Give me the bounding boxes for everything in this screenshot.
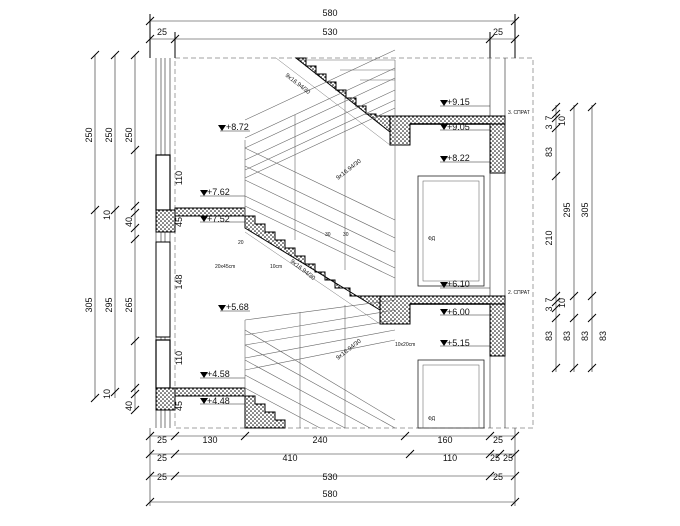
dim-right-inner-9: 83	[544, 331, 554, 341]
svg-text:+5.15: +5.15	[447, 338, 470, 348]
dim-left-inner-6: 148	[174, 274, 184, 289]
level-915: +9.15	[440, 97, 490, 107]
dim-top-middle: 530	[322, 27, 337, 37]
floor-labels: 3. СПРАТ 2. СПРАТ	[508, 110, 530, 296]
dim-right-inner-10: 83	[562, 331, 572, 341]
dim-b2-1: 25	[157, 453, 167, 463]
svg-text:+7.62: +7.62	[207, 187, 230, 197]
dim-left-inner-7: 265	[124, 297, 134, 312]
dim-left-outer-1: 250	[84, 127, 94, 142]
dim-right-outer-2: 83	[598, 331, 608, 341]
detail-note-2: 10cm	[270, 264, 282, 270]
level-762: +7.62	[200, 187, 245, 197]
dim-top-right-edge: 25	[493, 27, 503, 37]
door-label-lower: ФД	[428, 416, 436, 422]
dim-left-inner-4: 40	[124, 217, 134, 227]
rail-dim-2: 30	[343, 232, 349, 238]
svg-text:+9.05: +9.05	[447, 122, 470, 132]
dim-overall-top: 580	[322, 8, 337, 18]
dim-b3-3: 25	[493, 472, 503, 482]
dim-right-inner-8: 10	[557, 298, 567, 308]
dim-right-mid-1: 295	[562, 202, 572, 217]
stair-flight-top	[275, 57, 391, 146]
dim-left-inner-3: 10	[102, 210, 112, 220]
dim-left-inner-11: 45	[174, 401, 184, 411]
level-872: +8.72	[218, 122, 250, 132]
dim-right-inner-1: 7	[544, 115, 554, 120]
dim-left-inner-5: 45	[174, 217, 184, 227]
railing-upper	[244, 49, 396, 298]
dim-b1-5: 25	[493, 435, 503, 445]
svg-text:+8.22: +8.22	[447, 153, 470, 163]
level-515: +5.15	[440, 338, 490, 348]
dim-b3-2: 530	[322, 472, 337, 482]
left-dimension-chain: 250 305 250 295 250 110 10 40 45 148 265…	[84, 50, 184, 415]
dim-right-inner-7: 3	[544, 306, 554, 311]
dim-right-inner-4: 83	[544, 147, 554, 157]
detail-note-3: 10x20cm	[395, 342, 415, 348]
svg-text:+6.00: +6.00	[447, 307, 470, 317]
rail-dim-1: 30	[325, 232, 331, 238]
level-markers: +9.15 +9.05 +8.72 +8.22 +7.62 +7.52 +6.1…	[200, 97, 490, 406]
level-905: +9.05	[440, 122, 490, 132]
top-dimension-chain: 580 25 530 25	[145, 8, 520, 58]
level-752: +7.52	[200, 214, 245, 224]
level-610: +6.10	[440, 279, 490, 289]
left-window-wall	[155, 58, 176, 428]
dim-right-inner-2: 3	[544, 124, 554, 129]
dim-b2-3: 110	[443, 453, 457, 463]
dim-left-inner-2: 110	[174, 171, 184, 185]
right-column: ФД ФД	[417, 119, 506, 429]
svg-text:+9.15: +9.15	[447, 97, 470, 107]
dim-b1-2: 130	[202, 435, 217, 445]
dim-right-inner-6: 7	[544, 297, 554, 302]
dim-left-mid-2: 295	[104, 297, 114, 312]
dim-right-inner-5: 210	[544, 230, 554, 245]
dim-right-inner-3: 10	[557, 116, 567, 126]
stair-flight-bottom	[244, 395, 286, 429]
floor-label-2: 2. СПРАТ	[508, 290, 530, 296]
railing-lower	[244, 299, 396, 429]
level-600: +6.00	[440, 307, 490, 317]
right-dimension-chain: 7 3 10 83 210 7 3 10 83 83 295 83 305 83	[544, 102, 608, 373]
dim-top-left-edge: 25	[157, 27, 167, 37]
dim-right-mid-2: 83	[580, 331, 590, 341]
detail-note-1: 20x45cm	[215, 264, 235, 270]
dim-left-mid-1: 250	[104, 127, 114, 142]
dim-b1-3: 240	[312, 435, 327, 445]
svg-text:+7.52: +7.52	[207, 214, 230, 224]
svg-text:+4.48: +4.48	[207, 396, 230, 406]
dim-b3-1: 25	[157, 472, 167, 482]
level-568: +5.68	[218, 302, 250, 312]
svg-text:+6.10: +6.10	[447, 279, 470, 289]
level-458: +4.58	[200, 369, 245, 379]
dim-b2-2: 410	[282, 453, 297, 463]
level-822: +8.22	[440, 153, 490, 163]
door-label-upper: ФД	[428, 236, 436, 242]
svg-text:+5.68: +5.68	[226, 302, 249, 312]
level-448: +4.48	[200, 396, 245, 406]
svg-text:+4.58: +4.58	[207, 369, 230, 379]
dim-b1-4: 160	[437, 435, 452, 445]
dim-overall-bottom: 580	[322, 489, 337, 499]
dim-left-inner-8: 110	[174, 351, 184, 365]
dim-left-inner-10: 40	[124, 401, 134, 411]
post-dim: 20	[238, 240, 244, 246]
stair-flight-middle	[244, 215, 381, 325]
dim-left-inner-1: 250	[124, 127, 134, 142]
dim-left-outer-2: 305	[84, 297, 94, 312]
dim-b2-4: 25	[490, 453, 500, 463]
bottom-dimension-chain: 25 130 240 160 25 25 410 110 25 25 25 53…	[145, 428, 520, 507]
dim-left-inner-9: 10	[102, 389, 112, 399]
dim-b1-1: 25	[157, 435, 167, 445]
stair-spec-2: 9x16.94/30	[336, 158, 364, 181]
svg-text:+8.72: +8.72	[226, 122, 249, 132]
dim-right-outer-1: 305	[580, 202, 590, 217]
dim-b2-5: 25	[503, 453, 513, 463]
stair-spec-4: 9x16.94/30	[336, 338, 364, 361]
stair-spec-1: 9x16.94/30	[284, 73, 312, 96]
floor-label-3: 3. СПРАТ	[508, 110, 530, 116]
